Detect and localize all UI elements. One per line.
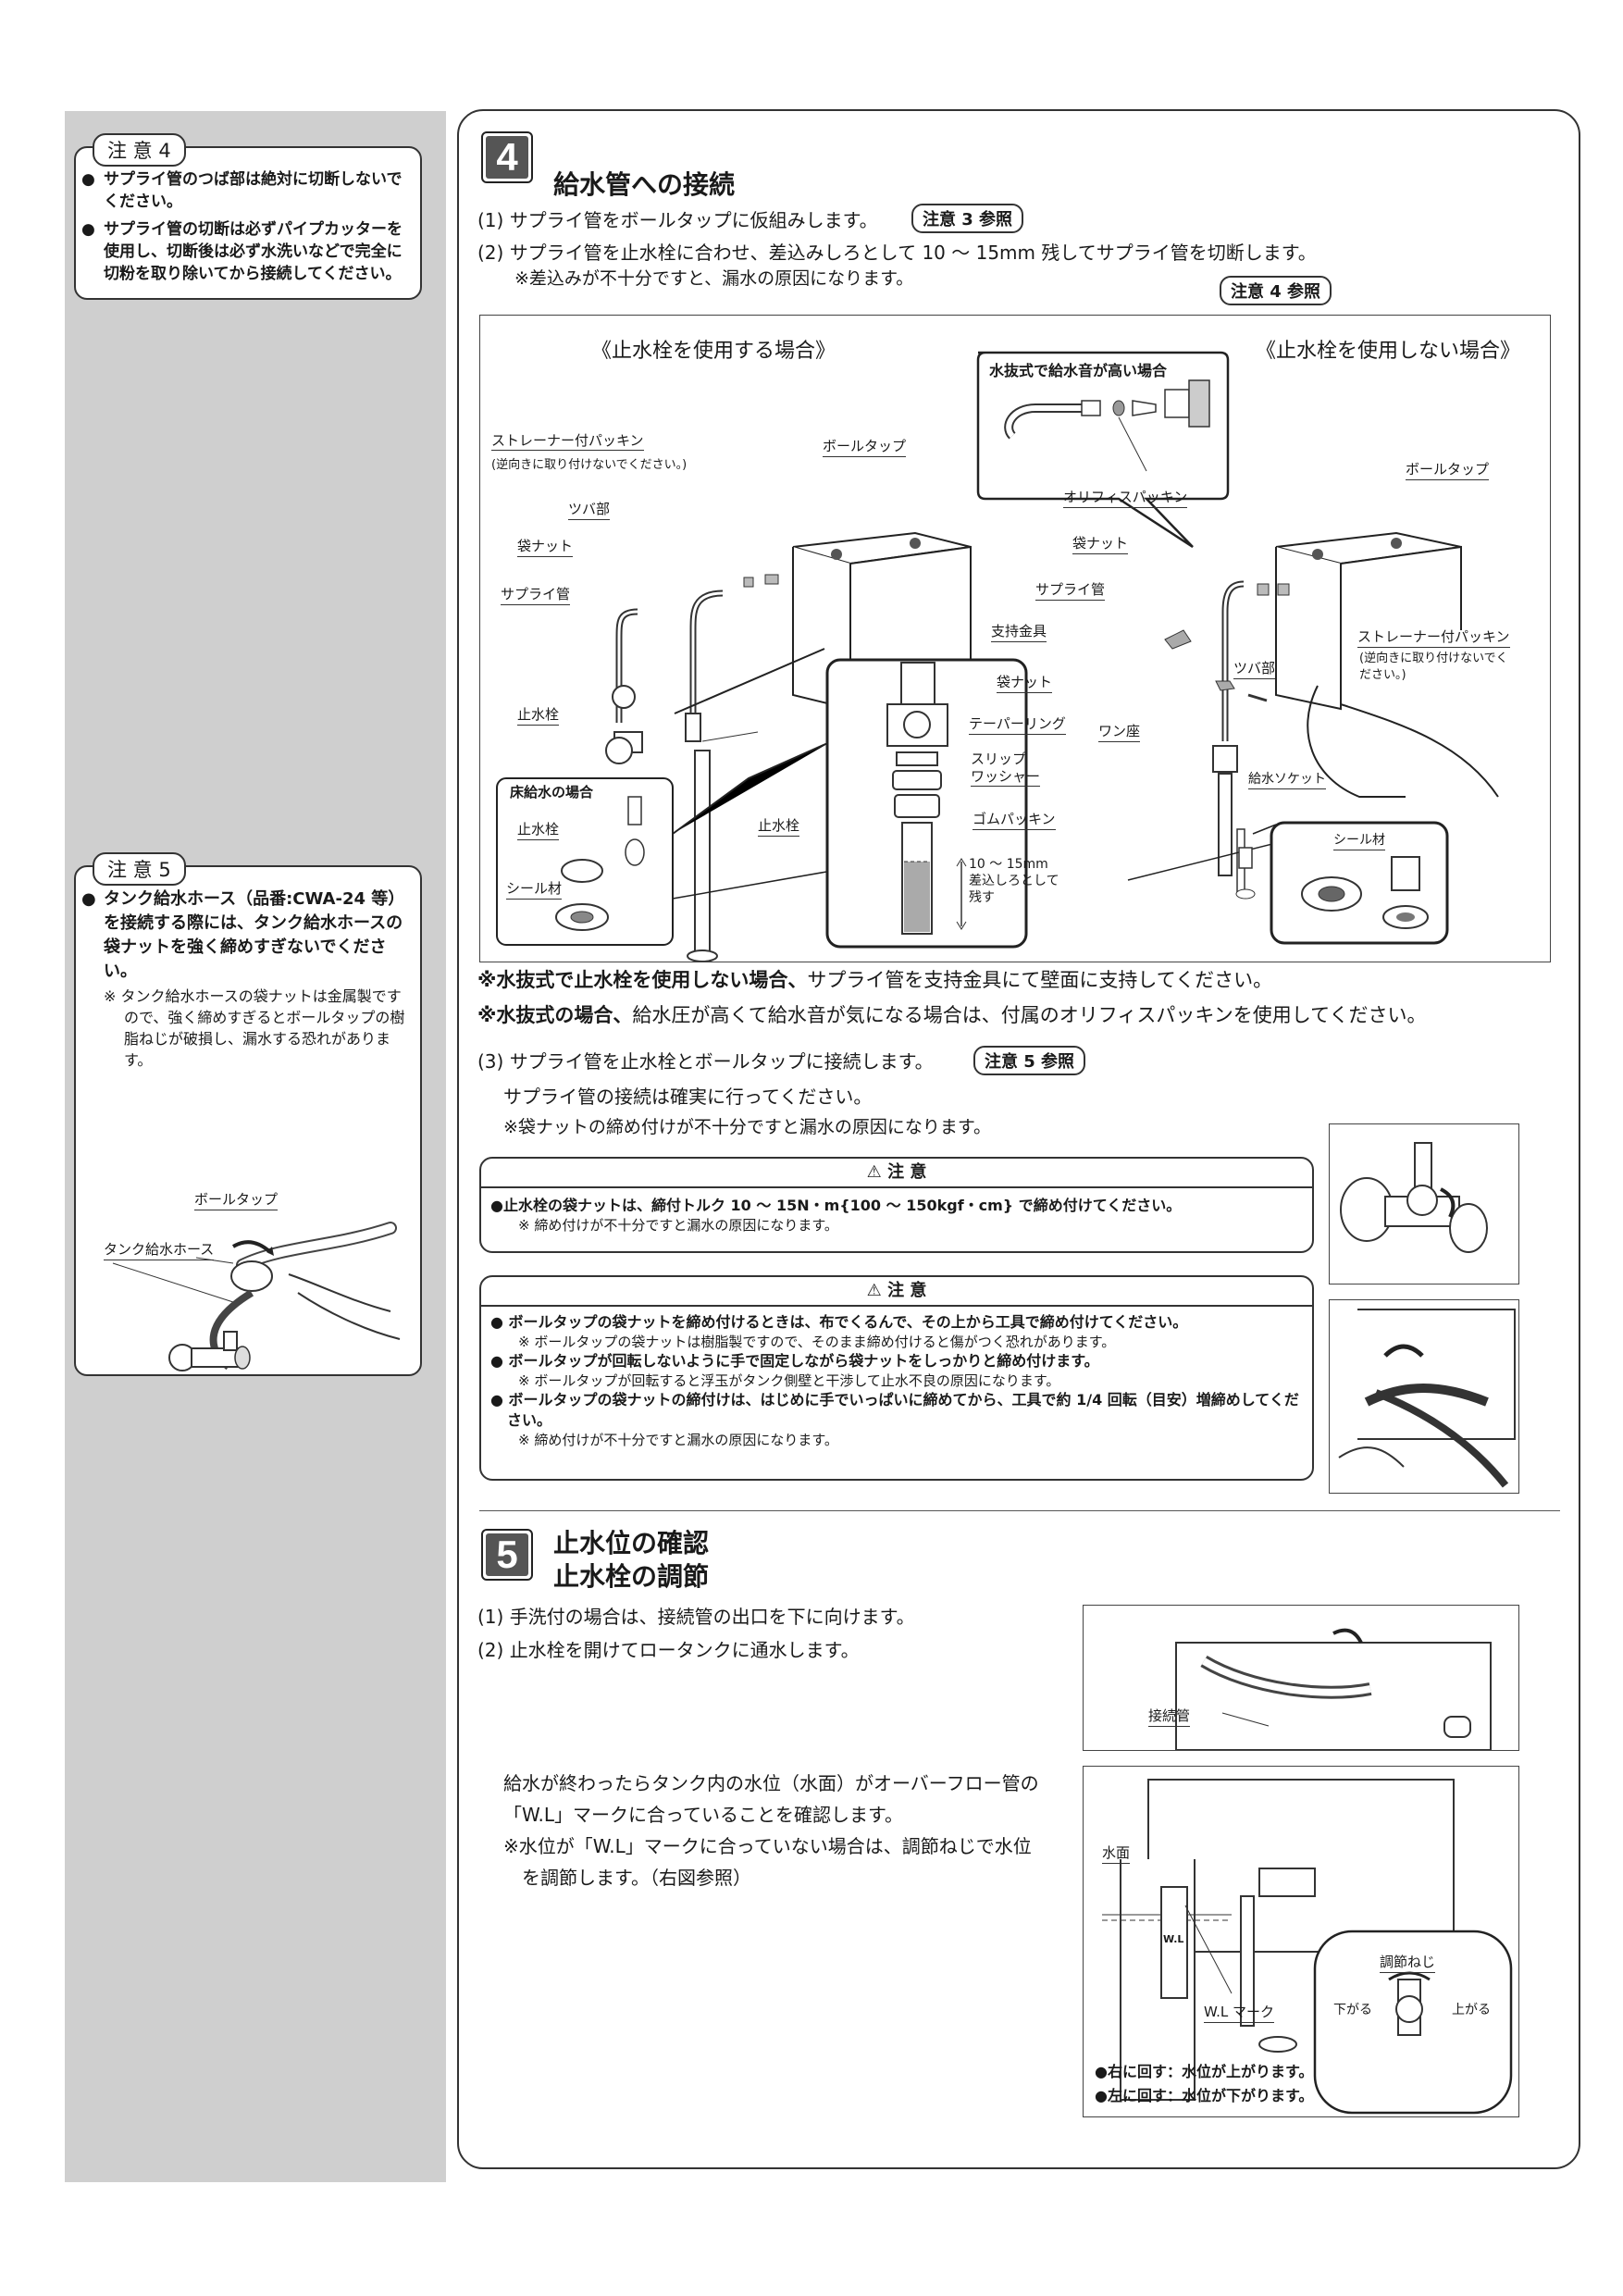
detail-insert-label: 10 ～ 15mm 差込しろとして 残す [969,857,1059,905]
connection-figure: 《止水栓を使用する場合》 《止水栓を使用しない場合》 水抜式で給水音が高い場合 … [479,315,1551,962]
floor-supply-title: 床給水の場合 [510,784,594,800]
detail-rubber-label: ゴムパッキン [973,809,1056,830]
hose-illustration [112,1222,401,1371]
adjust-screw-label: 調節ねじ [1380,1952,1436,1973]
fig-without-valve-heading: 《止水栓を使用しない場合》 [1256,340,1521,363]
nut-label-right: 袋ナット [1072,533,1129,554]
socket-label: 給水ソケット [1248,769,1326,789]
fig-with-valve-heading: 《止水栓を使用する場合》 [591,340,836,363]
sec4-step1: (1) サプライ管をボールタップに仮組みします。 [477,209,878,231]
water-level-picture: 水面 W.L W.L マーク 調節ねじ 下がる 上がる ●右に回す：水位が上がり… [1083,1766,1519,2117]
caution2-sub3: ※ 締め付けが不十分ですと漏水の原因になります。 [518,1432,838,1448]
note-a-bold: ※水抜式で止水栓を使用しない場合、 [477,969,808,991]
orifice-label: オリフィスパッキン [1063,487,1188,508]
turn-left-note: ●左に回す：水位が下がります。 [1095,2087,1314,2104]
note4-item-2: サプライ管の切断は必ずパイプカッターを使用し、切断後は必ず水洗いなどで完全に切粉… [81,218,411,285]
valve-label-center: 止水栓 [758,815,800,837]
caution2-item1: ● ボールタップの袋ナットを締め付けるときは、布でくるんで、その上から工具で締め… [490,1313,1188,1331]
section4-number: 4 [481,131,533,183]
sec4-step2-note: ※差込みが不十分ですと、漏水の原因になります。 [514,268,914,289]
valve-nut-picture [1329,1123,1519,1285]
detail-nut-label: 袋ナット [997,672,1053,693]
valve-label-left: 止水栓 [517,704,560,726]
floor-seal-label: シール材 [506,878,563,900]
sec4-step3-line2: ※袋ナットの締め付けが不十分ですと漏水の原因になります。 [503,1117,992,1137]
strainer-note-right: (逆向きに取り付けないでください。) [1359,652,1508,682]
note5-sub: ※ タンク給水ホースの袋ナットは金属製ですので、強く締めすぎるとボールタップの樹… [104,987,405,1069]
note5-label-balltap: ボールタップ [194,1189,279,1210]
valve-nut-illustration [1340,1142,1488,1253]
section-divider [479,1510,1560,1511]
balltap-label-left: ボールタップ [823,436,907,457]
note-b-text: 給水圧が高くて給水音が気になる場合は、付属のオリフィスパッキンを使用してください… [632,1004,1427,1026]
water-level-illustration [1102,1779,1513,2115]
note-a-text: サプライ管を支持金具にて壁面に支持してください。 [807,969,1273,991]
ref-note4: 注意 4 参照 [1220,276,1332,305]
note5-tag: 注 意 5 [93,852,186,886]
caution2-head: ⚠ 注 意 [481,1277,1312,1307]
caution1-head: ⚠ 注 意 [481,1159,1312,1188]
inset-title: 水抜式で給水音が高い場合 [989,362,1168,379]
note4-box: 注 意 4 サプライ管のつば部は絶対に切断しないでください。 サプライ管の切断は… [74,133,422,300]
strainer-note: (逆向きに取り付けないでください。) [491,458,688,472]
caution1-item: ●止水栓の袋ナットは、締付トルク 10 ～ 15N・m{100 ～ 150kgf… [490,1197,1182,1214]
wl-mark-label: W.L マーク [1204,2002,1275,2023]
wl-small-label: W.L [1163,1933,1184,1945]
caution2-sub2: ※ ボールタップが回転すると浮玉がタンク側壁と干渉して止水不良の原因になります。 [518,1372,1060,1389]
raise-label: 上がる [1452,2003,1491,2017]
caution2-item3: ● ボールタップの袋ナットの締付けは、はじめに手でいっぱいに締めてから、工具で約… [490,1391,1299,1429]
strainer-label: ストレーナー付パッキン [491,432,644,451]
strainer-label-right: ストレーナー付パッキン [1357,627,1510,648]
caution-box-1: ⚠ 注 意 ●止水栓の袋ナットは、締付トルク 10 ～ 15N・m{100 ～ … [479,1157,1314,1253]
main-panel [457,109,1580,2169]
note5-item: タンク給水ホース（品番:CWA-24 等）を接続する際には、タンク給水ホースの袋… [81,887,411,984]
connection-illustration [496,351,1499,962]
caution-box-2: ⚠ 注 意 ● ボールタップの袋ナットを締め付けるときは、布でくるんで、その上か… [479,1275,1314,1481]
sec4-step3-line1: サプライ管の接続は確実に行ってください。 [503,1086,873,1108]
detail-slip-label: スリップ ワッシャー [971,751,1041,787]
connection-pipe-label: 接続管 [1148,1706,1191,1727]
tsuba-label-left: ツバ部 [568,499,611,520]
tank-top-illustration [1175,1628,1492,1750]
sidebar: 注 意 4 サプライ管のつば部は絶対に切断しないでください。 サプライ管の切断は… [65,111,446,2182]
nut-label-left: 袋ナット [517,536,574,557]
seal-label-right: シール材 [1333,830,1385,850]
note-a: ※水抜式で止水栓を使用しない場合、サプライ管を支持金具にて壁面に支持してください… [477,966,1272,994]
note4-tag: 注 意 4 [93,133,186,167]
section5-title-2: 止水栓の調節 [553,1561,710,1592]
caution2-sub1: ※ ボールタップの袋ナットは樹脂製ですので、そのまま締め付けると傷がつく恐れがあ… [518,1334,1116,1350]
connection-pipe-picture: 接続管 [1083,1605,1519,1751]
caution2-item2: ● ボールタップが回転しないように手で固定しながら袋ナットをしっかりと締め付けま… [490,1352,1099,1370]
ref-note5: 注意 5 参照 [973,1046,1086,1075]
section5-title-1: 止水位の確認 [553,1528,710,1558]
water-surface-label: 水面 [1102,1843,1131,1864]
note4-item-1: サプライ管のつば部は絶対に切断しないでください。 [81,168,411,213]
section5-number: 5 [481,1529,533,1581]
sec4-step2: (2) サプライ管を止水栓に合わせ、差込みしろとして 10 ～ 15mm 残して… [477,242,1317,264]
note5-label-hose: タンク給水ホース [104,1239,215,1260]
washer-label: ワン座 [1098,721,1141,742]
caution1-sub: ※ 締め付けが不十分ですと漏水の原因になります。 [518,1217,838,1234]
sec4-step3: (3) サプライ管を止水栓とボールタップに接続します。 [477,1050,934,1073]
turn-right-note: ●右に回す：水位が上がります。 [1095,2063,1314,2080]
supply-label-left: サプライ管 [501,584,571,605]
note-b: ※水抜式の場合、給水圧が高くて給水音が気になる場合は、付属のオリフィスパッキンを… [477,1001,1426,1029]
lower-label: 下がる [1333,2003,1372,2017]
detail-taper-label: テーパーリング [969,714,1066,735]
balltap-nut-illustration [1338,1309,1516,1488]
balltap-nut-picture [1329,1299,1519,1494]
section4-title: 給水管への接続 [553,169,736,200]
floor-valve-label: 止水栓 [517,819,560,840]
sec5-step1: (1) 手洗付の場合は、接続管の出口を下に向けます。 [477,1606,915,1628]
support-label: 支持金具 [991,621,1047,642]
tsuba-label-right: ツバ部 [1233,658,1276,679]
note5-box: 注 意 5 タンク給水ホース（品番:CWA-24 等）を接続する際には、タンク給… [74,852,422,1376]
ref-note3: 注意 3 参照 [911,204,1024,233]
sec5-step2: (2) 止水栓を開けてロータンクに通水します。 [477,1639,860,1661]
note-b-bold: ※水抜式の場合、 [477,1004,633,1026]
sec5-para2: ※水位が「W.L」マークに合っていない場合は、調節ねじで水位を調節します。（右図… [503,1835,1032,1889]
balltap-label-right: ボールタップ [1406,459,1490,480]
sec5-para1: 給水が終わったらタンク内の水位（水面）がオーバーフロー管の「W.L」マークに合っ… [503,1772,1039,1826]
supply-label-right: サプライ管 [1035,579,1106,601]
